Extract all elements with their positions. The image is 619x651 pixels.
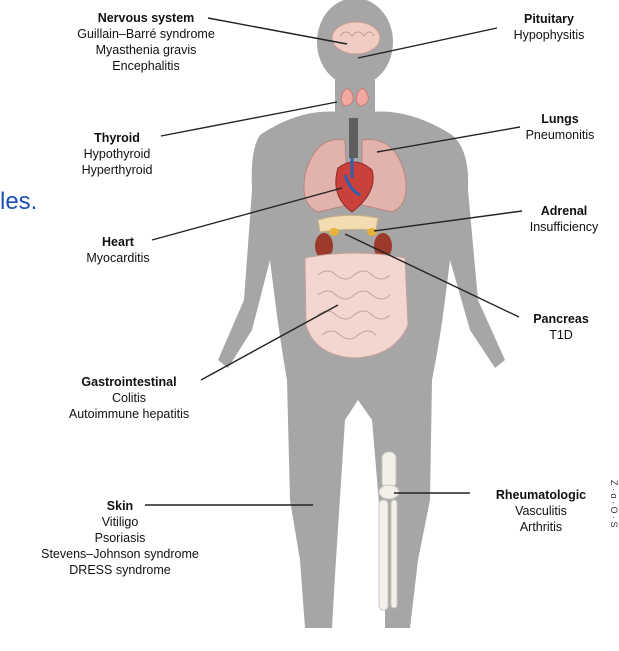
label-title: Skin [14,498,226,514]
label-line: Encephalitis [46,58,246,74]
label-line: Vitiligo [14,514,226,530]
label-title: Lungs [514,111,606,127]
label-skin: Skin Vitiligo Psoriasis Stevens–Johnson … [14,498,226,578]
label-title: Nervous system [46,10,246,26]
label-line: Colitis [50,390,208,406]
label-title: Pancreas [519,311,603,327]
label-title: Thyroid [72,130,162,146]
label-line: Myasthenia gravis [46,42,246,58]
label-title: Pituitary [494,11,604,27]
label-line: Myocarditis [78,250,158,266]
clipped-caption-fragment: les. [0,188,37,216]
label-line: Guillain–Barré syndrome [46,26,246,42]
label-nervous-system: Nervous system Guillain–Barré syndrome M… [46,10,246,74]
label-line: Stevens–Johnson syndrome [14,546,226,562]
label-title: Heart [78,234,158,250]
label-title: Adrenal [518,203,610,219]
label-gastrointestinal: Gastrointestinal Colitis Autoimmune hepa… [50,374,208,422]
label-line: T1D [519,327,603,343]
label-line: Arthritis [472,519,610,535]
label-line: Autoimmune hepatitis [50,406,208,422]
adrenal-icon [367,228,377,236]
label-line: Vasculitis [472,503,610,519]
label-pituitary: Pituitary Hypophysitis [494,11,604,43]
label-line: Psoriasis [14,530,226,546]
label-rheumatologic: Rheumatologic Vasculitis Arthritis [472,487,610,535]
edge-text-fragment: Z · g · O · S [611,480,619,646]
label-line: DRESS syndrome [14,562,226,578]
label-pancreas: Pancreas T1D [519,311,603,343]
label-line: Hypothyroid [72,146,162,162]
label-line: Hypophysitis [494,27,604,43]
intestines-icon [305,253,408,358]
label-adrenal: Adrenal Insufficiency [518,203,610,235]
label-title: Rheumatologic [472,487,610,503]
label-line: Insufficiency [518,219,610,235]
label-title: Gastrointestinal [50,374,208,390]
label-thyroid: Thyroid Hypothyroid Hyperthyroid [72,130,162,178]
label-line: Hyperthyroid [72,162,162,178]
label-heart: Heart Myocarditis [78,234,158,266]
label-lungs: Lungs Pneumonitis [514,111,606,143]
brain-icon [332,22,380,54]
label-line: Pneumonitis [514,127,606,143]
